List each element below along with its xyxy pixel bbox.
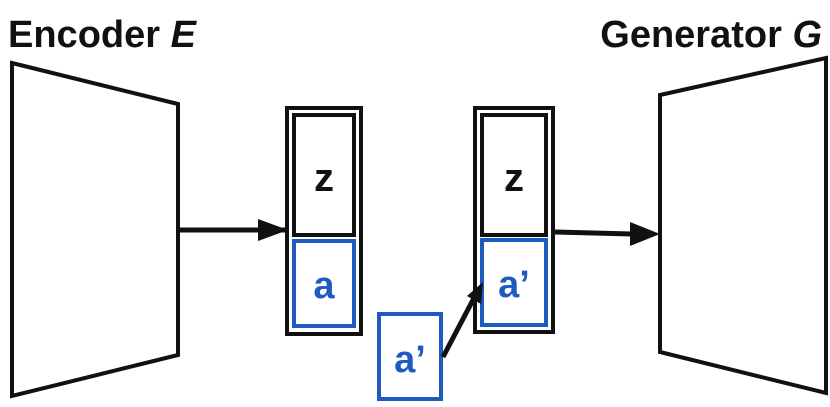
generator-title: Generator G bbox=[600, 14, 822, 56]
attribute-a-input-box bbox=[292, 239, 356, 328]
latent-z-input-box bbox=[292, 113, 356, 237]
generator-shape bbox=[658, 55, 828, 396]
generator-symbol: G bbox=[792, 14, 822, 56]
latent-z-input: z bbox=[314, 156, 334, 200]
latent-z-output: z bbox=[504, 156, 524, 200]
encoder-arrow-head bbox=[258, 219, 288, 241]
generator-arrow-head bbox=[630, 222, 660, 246]
encoder-label: Encoder bbox=[8, 14, 171, 56]
code-block-input: z a bbox=[285, 106, 363, 336]
new-attribute-label: a’ bbox=[394, 339, 426, 381]
new-attribute-box bbox=[377, 312, 443, 401]
attribute-a-input: a bbox=[313, 265, 335, 307]
code-block-output: z a’ bbox=[473, 106, 555, 334]
attribute-a-prime-output: a’ bbox=[498, 264, 530, 306]
generator-label: Generator bbox=[600, 14, 792, 56]
substitute-attribute-arrow bbox=[440, 296, 477, 359]
substitute-arrow-head bbox=[467, 282, 483, 304]
encoder-title: Encoder E bbox=[8, 14, 198, 56]
code-to-generator-arrow bbox=[554, 229, 633, 237]
encoder-shape bbox=[10, 60, 180, 399]
attribute-a-prime-output-box bbox=[480, 238, 548, 327]
latent-z-output-box bbox=[480, 113, 548, 237]
encoder-symbol: E bbox=[171, 14, 198, 56]
